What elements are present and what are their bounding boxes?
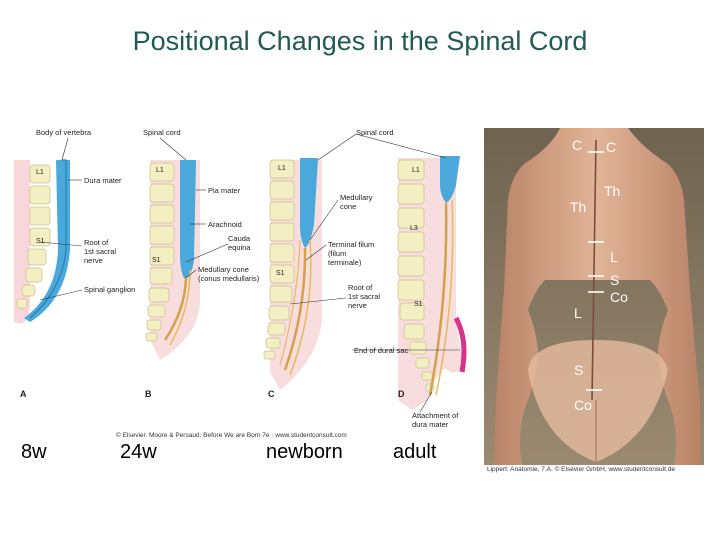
label-dura-mater: Dura mater	[84, 176, 122, 185]
label-root-2: 1st sacral	[84, 247, 116, 256]
label-root-c3: nerve	[348, 301, 367, 310]
label-l1-b: L1	[156, 167, 164, 174]
panel-letter-d: D	[398, 389, 405, 399]
label-l1-d: L1	[412, 167, 420, 174]
photo-label-c2: C	[606, 139, 616, 155]
label-end-dural-sac: End of dural sac	[354, 346, 408, 355]
label-cauda-1: Cauda	[228, 234, 251, 243]
panel-c-newborn	[263, 158, 322, 390]
label-l3-d: L3	[410, 225, 418, 232]
label-terminal-filum-1: Terminal filum	[328, 240, 374, 249]
label-terminal-filum-3: terminale)	[328, 258, 362, 267]
photo-label-th2: Th	[604, 183, 620, 199]
label-cauda-2: equina	[228, 243, 251, 252]
label-s1-d: S1	[414, 301, 423, 308]
label-medullary-c2: cone	[340, 202, 356, 211]
label-s1-b: S1	[152, 257, 161, 264]
photo-label-s1: S	[574, 362, 583, 378]
label-root-c2: 1st sacral	[348, 292, 380, 301]
label-body-of-vertebra: Body of vertebra	[36, 128, 92, 137]
adult-back-photo: C C Th Th L S Co L S Co	[484, 128, 704, 465]
stage-label-8w: 8w	[21, 441, 47, 463]
photo-label-l2: L	[610, 249, 618, 265]
label-terminal-filum-2: (filum	[328, 249, 346, 258]
photo-label-co1: Co	[574, 397, 592, 413]
stage-label-newborn: newborn	[266, 441, 343, 463]
panel-d-adult	[397, 156, 467, 410]
copyright-right: Lippert: Anatomie, 7.A. © Elsevier GmbH,…	[487, 466, 675, 473]
photo-label-th1: Th	[570, 199, 586, 215]
label-spinal-ganglion: Spinal ganglion	[84, 285, 135, 294]
panel-letter-b: B	[145, 389, 152, 399]
label-attachment-1: Attachment of	[412, 411, 459, 420]
label-pia-mater: Pia mater	[208, 186, 241, 195]
photo-label-co2: Co	[610, 289, 628, 305]
label-medullary-cone-b1: Medullary cone	[198, 265, 249, 274]
label-attachment-2: dura mater	[412, 420, 449, 429]
stage-label-24w: 24w	[120, 441, 157, 463]
photo-label-c1: C	[572, 137, 582, 153]
panel-a-8w	[14, 159, 70, 324]
label-root-c1: Root of	[348, 283, 373, 292]
label-s1-a: S1	[36, 238, 45, 245]
stage-label-adult: adult	[393, 441, 437, 463]
panel-letter-a: A	[20, 389, 27, 399]
panel-letter-c: C	[268, 389, 275, 399]
label-root-3: nerve	[84, 256, 103, 265]
page-title: Positional Changes in the Spinal Cord	[132, 26, 588, 56]
label-l1-c: L1	[278, 165, 286, 172]
panel-b-24w	[145, 160, 200, 360]
label-l1-a: L1	[36, 169, 44, 176]
label-spinal-cord-b: Spinal cord	[143, 128, 181, 137]
label-root-1: Root of	[84, 238, 109, 247]
label-arachnoid: Arachnoid	[208, 220, 242, 229]
label-medullary-c1: Medullary	[340, 193, 373, 202]
label-spinal-cord-top: Spinal cord	[356, 128, 394, 137]
photo-label-s2: S	[610, 272, 619, 288]
copyright-left: © Elsevier. Moore & Persaud: Before We a…	[116, 432, 347, 439]
leader-lines	[39, 133, 460, 413]
photo-label-l1: L	[574, 305, 582, 321]
label-medullary-cone-b2: (conus medullaris)	[198, 274, 260, 283]
label-s1-c: S1	[276, 270, 285, 277]
